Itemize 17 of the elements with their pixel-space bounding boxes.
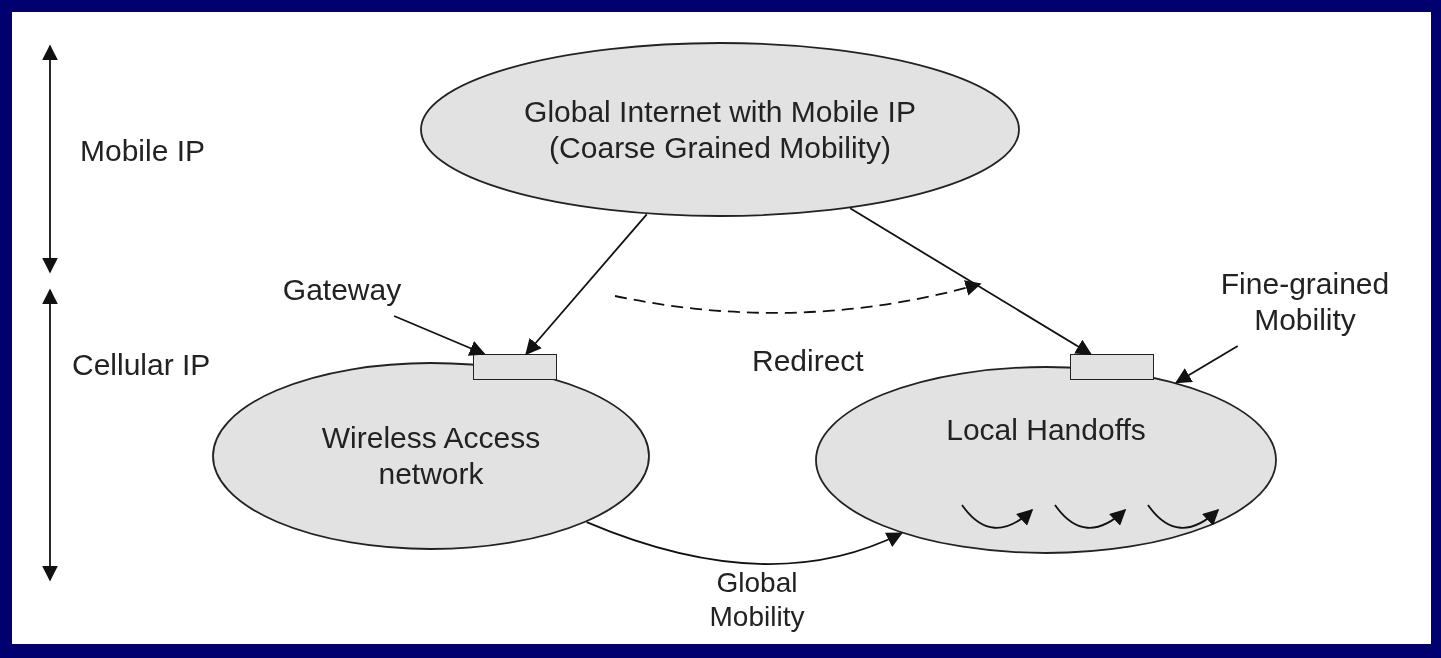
callout-text: Gateway xyxy=(272,272,412,316)
network-ellipse xyxy=(212,362,650,550)
leader-arrow xyxy=(393,315,486,356)
arrow xyxy=(525,213,648,356)
leader-arrow xyxy=(1175,345,1239,384)
text-label: Cellular IP xyxy=(72,347,211,383)
text-label: Mobile IP xyxy=(80,133,206,169)
text-label: Redirect xyxy=(752,343,864,379)
arrow xyxy=(585,521,903,565)
network-ellipse xyxy=(420,42,1020,217)
node-label: Global Internet with Mobile IP (Coarse Grained Mobility) xyxy=(523,93,917,166)
gateway-box xyxy=(473,354,557,380)
gateway-box xyxy=(1070,354,1154,380)
node-label: Local Handoffs xyxy=(946,412,1146,448)
callout-text: Fine-grained Mobility xyxy=(1205,266,1405,346)
arrow xyxy=(849,207,1092,355)
node-label: Wireless Access network xyxy=(320,420,542,492)
